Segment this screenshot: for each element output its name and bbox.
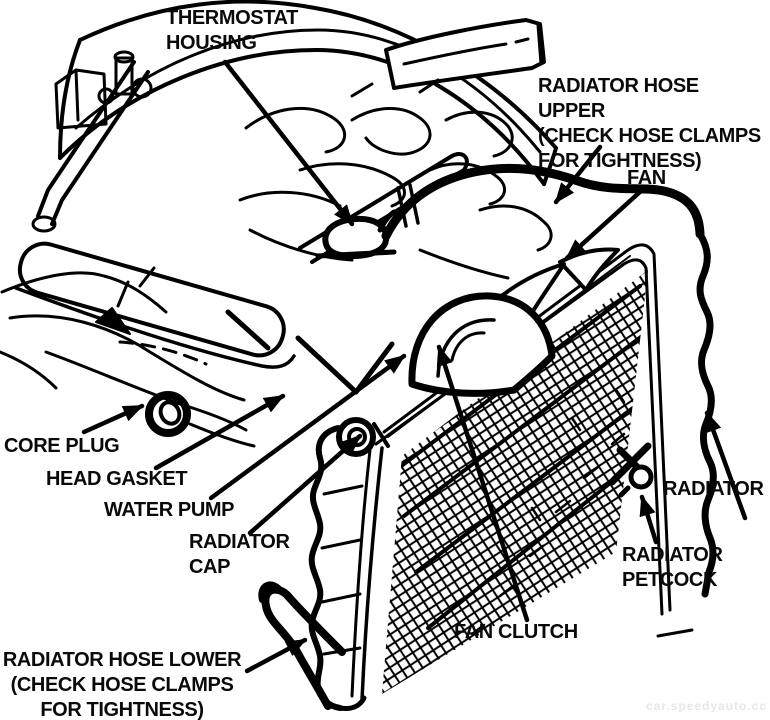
leader-radiator-hose-upper	[553, 144, 603, 205]
label-radiator: RADIATOR	[663, 478, 764, 500]
leader-core-plug	[81, 403, 145, 435]
label-radiator-hose-lower: RADIATOR HOSE LOWER (CHECK HOSE CLAMPS F…	[2, 649, 242, 720]
leader-radiator-petcock	[639, 494, 659, 545]
leader-fan-clutch	[436, 344, 530, 623]
leader-head-gasket	[153, 393, 286, 471]
radiator-petcock-drawing	[608, 442, 654, 498]
leader-radiator-hose-lower	[244, 637, 308, 674]
leader-thermostat-housing	[222, 59, 355, 227]
leader-fan	[564, 188, 644, 261]
leader-radiator-cap	[247, 433, 363, 536]
core-plug-drawing	[145, 391, 191, 437]
label-head-gasket: HEAD GASKET	[46, 468, 188, 490]
label-water-pump: WATER PUMP	[104, 499, 235, 521]
leader-water-pump	[208, 353, 407, 501]
leader-arrows	[81, 59, 748, 674]
label-core-plug: CORE PLUG	[4, 435, 120, 457]
watermark: car.speedyauto.cc	[646, 699, 768, 713]
fan-clutch-drawing	[408, 292, 556, 397]
leader-radiator	[704, 410, 748, 521]
lower-hose-drawing	[258, 581, 346, 710]
label-radiator-hose-upper: RADIATOR HOSE UPPER (CHECK HOSE CLAMPS F…	[538, 75, 761, 172]
label-fan: FAN	[627, 167, 666, 189]
label-radiator-cap: RADIATOR CAP	[189, 531, 290, 578]
label-fan-clutch: FAN CLUTCH	[454, 621, 578, 643]
label-radiator-petcock: RADIATOR PETCOCK	[622, 544, 723, 591]
label-thermostat-housing: THERMOSTAT HOUSING	[166, 7, 298, 54]
